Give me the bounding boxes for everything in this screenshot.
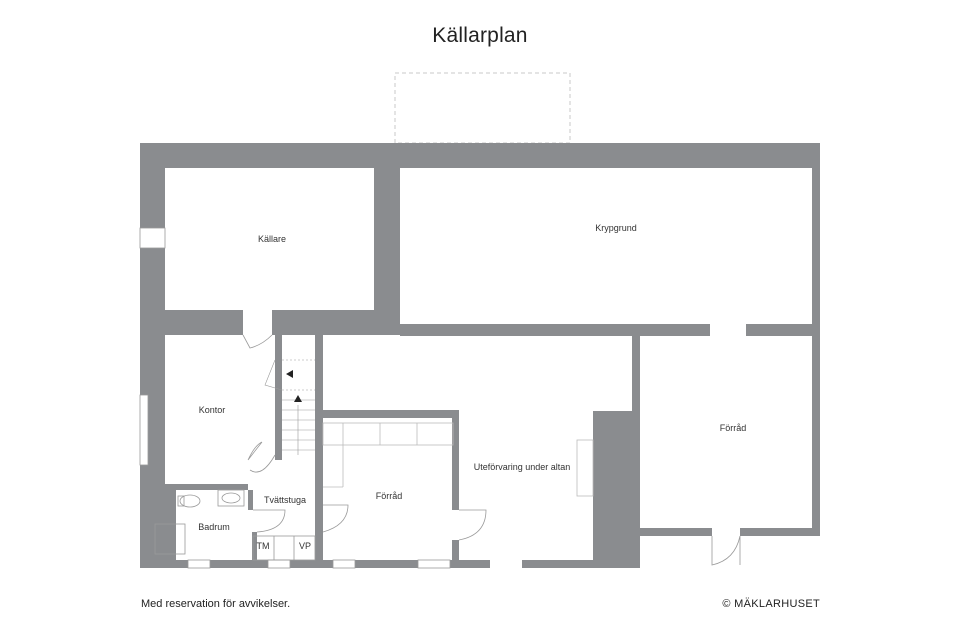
fixture-label-vp: VP [298, 541, 312, 551]
room-label-tvattstuga: Tvättstuga [263, 495, 307, 505]
stair-arrow-left-icon [286, 370, 293, 378]
room-label-uteforvaring: Uteförvaring under altan [473, 462, 571, 472]
room-label-forrad-right: Förråd [719, 423, 747, 433]
disclaimer: Med reservation för avvikelser. [141, 598, 291, 610]
copyright: © MÄKLARHUSET [722, 598, 820, 610]
walls [140, 143, 820, 568]
windows [139, 227, 522, 569]
room-label-forrad-middle: Förråd [375, 491, 403, 501]
room-label-kallare: Källare [257, 234, 287, 244]
stairs [264, 359, 315, 455]
fixture-label-tm: TM [256, 541, 270, 551]
doors [242, 334, 741, 566]
plan-title: Källarplan [432, 24, 528, 47]
room-label-kontor: Kontor [198, 405, 226, 415]
room-label-krypgrund: Krypgrund [595, 223, 637, 233]
stair-arrow-up-icon [294, 395, 302, 402]
dashed-outline [394, 72, 571, 144]
shelves [322, 422, 594, 497]
bathroom-fixtures [154, 489, 316, 561]
room-label-badrum: Badrum [198, 522, 230, 532]
